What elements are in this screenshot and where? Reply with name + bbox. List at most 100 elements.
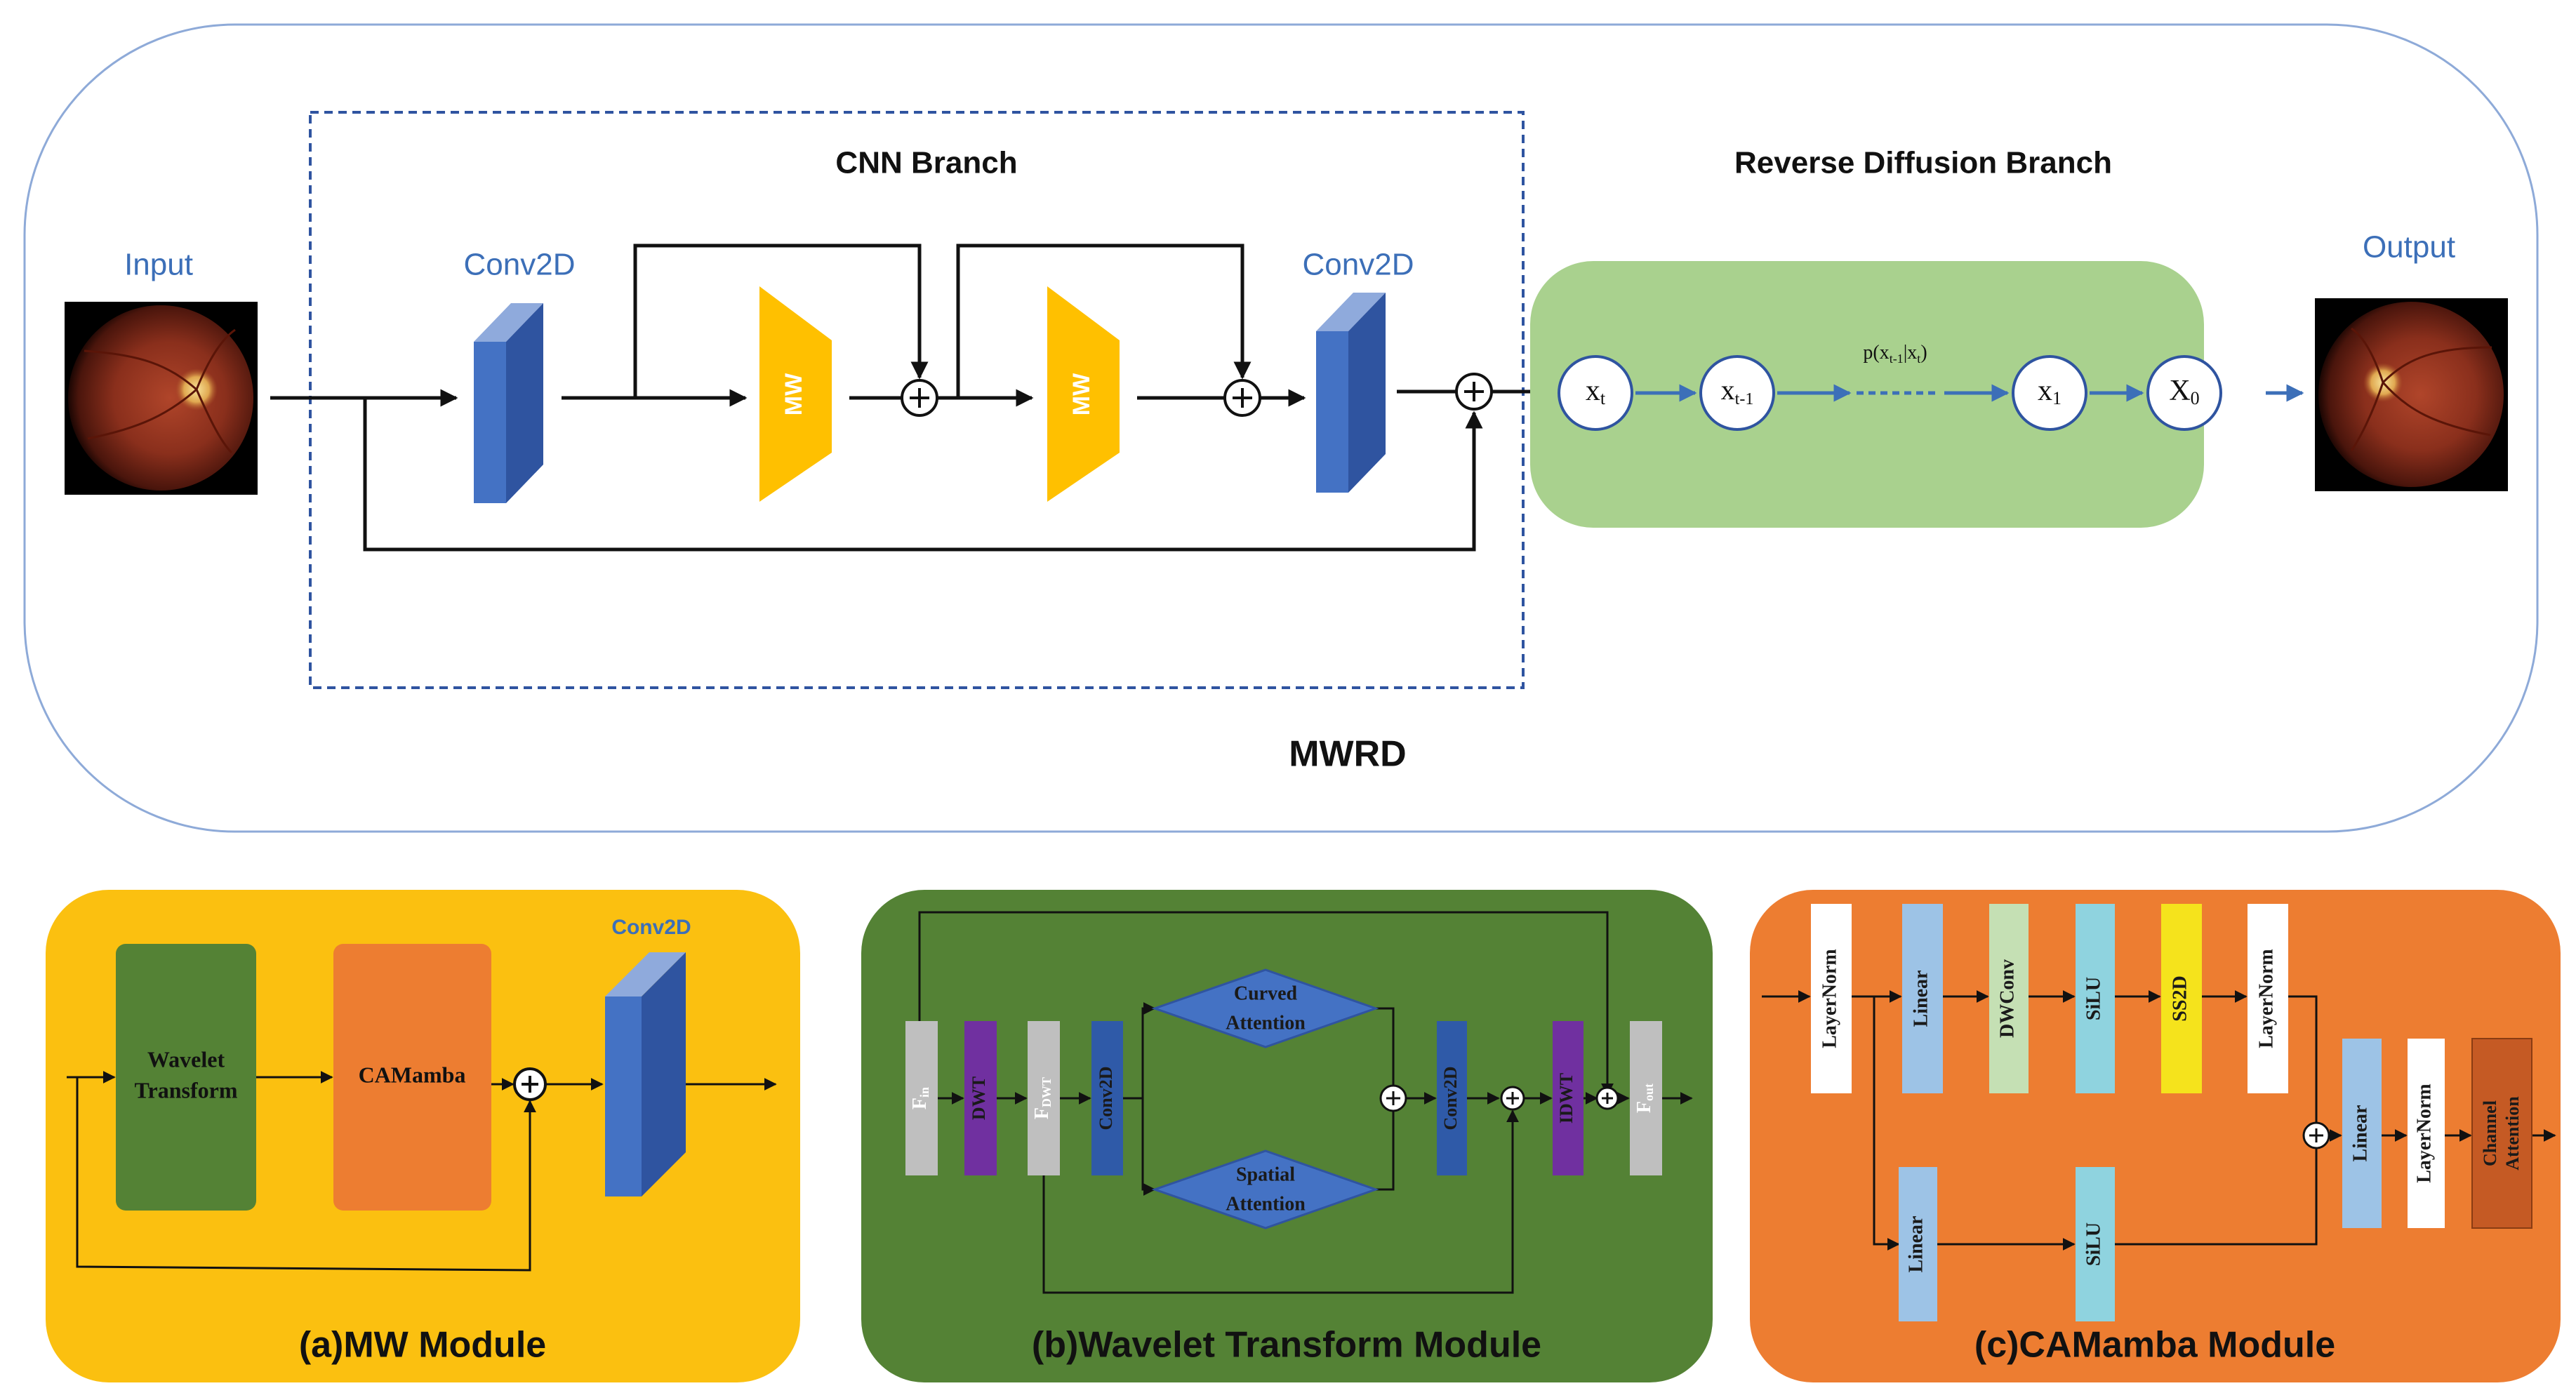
- conv2d-block-left: [474, 303, 543, 503]
- output-fundus-image: [2315, 298, 2508, 491]
- conv2d-label-left: Conv2D: [464, 248, 576, 282]
- panel-b-sum-node-3: [1595, 1086, 1619, 1110]
- silu-1-label: SiLU: [2083, 977, 2104, 1020]
- wavelet-transform-label-2: Transform: [135, 1077, 238, 1102]
- layernorm-1-block: [1811, 904, 1852, 1093]
- diffusion-node-xt-1: xt-1: [1699, 355, 1775, 431]
- layernorm-3-label: LayerNorm: [2413, 1084, 2435, 1183]
- output-label: Output: [2363, 230, 2455, 265]
- linear-1-block: [1902, 904, 1943, 1093]
- x0-subscript: 0: [2191, 388, 2200, 408]
- mwrd-title: MWRD: [1289, 734, 1407, 775]
- panel-c-connections: [1762, 990, 2556, 1251]
- panel-a-caption: (a)MW Module: [299, 1325, 546, 1366]
- panel-c-sum-node: [2302, 1121, 2330, 1149]
- linear-2-block: [1899, 1167, 1937, 1321]
- diffusion-branch-title: Reverse Diffusion Branch: [1734, 146, 2112, 180]
- layernorm-1-label: LayerNorm: [1819, 949, 1840, 1048]
- xt-subscript: t: [1600, 388, 1606, 408]
- transition-probability-label: p(xt-1|xt): [1863, 342, 1927, 366]
- svg-text:xt: xt: [1586, 375, 1606, 408]
- silu-2-block: [2076, 1167, 2115, 1321]
- panel-b-sum-node-2: [1500, 1086, 1525, 1111]
- input-fundus-image: [65, 302, 258, 495]
- svg-text:x1: x1: [2038, 375, 2062, 408]
- panel-b-sum-node-1: [1379, 1084, 1407, 1112]
- conv2d-a-block: [1091, 1021, 1123, 1175]
- linear-1-label: Linear: [1910, 971, 1932, 1027]
- channel-attention-block: [2471, 1038, 2532, 1229]
- curved-attention-label-2: Attention: [1226, 1012, 1306, 1034]
- panel-a-sum-node: [513, 1067, 547, 1101]
- idwt-block: [1553, 1021, 1584, 1175]
- ss2d-block: [2161, 904, 2202, 1093]
- sum-node-1: [901, 379, 938, 417]
- cnn-branch-frame: [309, 111, 1525, 689]
- fdwt-block: [1028, 1021, 1060, 1175]
- spatial-attention-label-1: Spatial: [1236, 1164, 1295, 1185]
- panel-c-caption: (c)CAMamba Module: [1974, 1325, 2335, 1366]
- panel-b-background: [861, 890, 1713, 1382]
- curved-attention-block: [1151, 968, 1379, 1048]
- sum-node-2: [1223, 379, 1261, 417]
- linear-3-block: [2342, 1039, 2382, 1228]
- mw-block-2: [1047, 286, 1120, 502]
- conv2d-block-right: [1316, 293, 1386, 493]
- conv2d-b-block: [1437, 1021, 1467, 1175]
- spatial-attention-block: [1151, 1149, 1379, 1229]
- fin-label: Fin: [909, 1087, 931, 1109]
- mw-label-1: MW: [781, 373, 807, 415]
- ss2d-label: SS2D: [2169, 975, 2191, 1021]
- fout-label: Fout: [1633, 1084, 1656, 1113]
- wavelet-transform-block: [116, 944, 256, 1211]
- svg-text:X0: X0: [2169, 375, 2199, 408]
- mw-label-2: MW: [1068, 373, 1095, 415]
- linear-3-label: Linear: [2349, 1105, 2371, 1162]
- panel-a-conv2d-label: Conv2D: [611, 916, 691, 939]
- dwconv-block: [1989, 904, 2029, 1093]
- layernorm-2-label: LayerNorm: [2255, 949, 2277, 1048]
- x1-symbol: x: [2038, 375, 2052, 407]
- panel-b-caption: (b)Wavelet Transform Module: [1032, 1325, 1541, 1366]
- sum-node-3: [1455, 373, 1493, 411]
- mw-block-1: [759, 286, 832, 502]
- dwt-block: [964, 1021, 997, 1175]
- diffusion-node-xt: xt: [1558, 355, 1633, 431]
- xt1-subscript: t-1: [1735, 390, 1754, 408]
- spatial-attention-label-2: Attention: [1226, 1193, 1306, 1215]
- curved-attention-label-1: Curved: [1234, 982, 1298, 1004]
- silu-2-label: SiLU: [2083, 1222, 2104, 1266]
- cnn-branch-title: CNN Branch: [835, 146, 1017, 180]
- layernorm-2-block: [2248, 904, 2288, 1093]
- diffusion-node-x1: x1: [2012, 355, 2087, 431]
- channel-attention-label-1: Channel: [2480, 1100, 2500, 1166]
- input-label: Input: [124, 248, 193, 282]
- fout-block: [1630, 1021, 1662, 1175]
- diffusion-node-x0: X0: [2146, 355, 2222, 431]
- x1-subscript: 1: [2052, 388, 2062, 408]
- camamba-label: CAMamba: [359, 1062, 466, 1087]
- mwrd-outer-frame: [23, 23, 2539, 833]
- fin-block: [905, 1021, 938, 1175]
- channel-attention-label-2: Attention: [2502, 1096, 2523, 1171]
- dwconv-label: DWConv: [1996, 959, 2018, 1038]
- panel-b-connections: [918, 911, 1693, 1294]
- diffusion-branch-box: [1530, 261, 2204, 528]
- conv2d-label-right: Conv2D: [1303, 248, 1414, 282]
- panel-a-conv2d-block: [605, 952, 686, 1196]
- camamba-block: [333, 944, 491, 1211]
- panel-c-background: [1750, 890, 2561, 1382]
- silu-1-block: [2076, 904, 2115, 1093]
- idwt-label: IDWT: [1556, 1073, 1576, 1124]
- cnn-connections: [270, 244, 1559, 552]
- svg-text:xt-1: xt-1: [1721, 374, 1754, 408]
- fdwt-label: FDWT: [1031, 1077, 1054, 1119]
- conv2d-a-label: Conv2D: [1096, 1066, 1116, 1130]
- x0-symbol: X: [2169, 375, 2190, 407]
- layernorm-3-block: [2408, 1039, 2445, 1228]
- panel-a-connections: [67, 1071, 777, 1272]
- xt1-symbol: x: [1721, 374, 1735, 406]
- wavelet-transform-label-1: Wavelet: [147, 1046, 225, 1072]
- xt-symbol: x: [1586, 375, 1600, 407]
